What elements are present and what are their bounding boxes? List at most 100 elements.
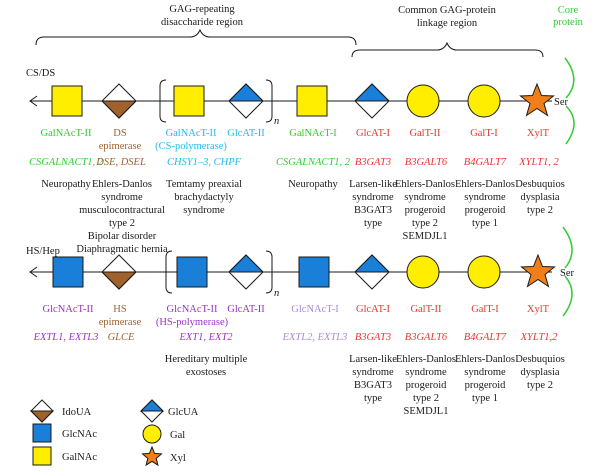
galnac-square bbox=[296, 85, 328, 117]
gene-label: XYLT1,2 bbox=[520, 332, 559, 343]
disease-label: exostoses bbox=[186, 367, 226, 378]
disease-label: B3GAT3 bbox=[354, 380, 392, 391]
disease-label: progeroid bbox=[465, 380, 507, 391]
legend-glcua-icon-fill bbox=[139, 399, 165, 412]
gene-label: CSGALNACT1, 2 bbox=[276, 157, 351, 168]
disease-label: SEMDJL1 bbox=[403, 231, 448, 242]
disease-label: dysplasia bbox=[520, 367, 559, 378]
repeat-n: n bbox=[274, 116, 279, 127]
enzyme-label-line2: (CS-polymerase) bbox=[155, 141, 227, 152]
glcnac-square bbox=[298, 256, 330, 288]
idoua-diamond-fill bbox=[100, 271, 138, 290]
repeat-bracket-left bbox=[159, 79, 167, 123]
repeat-bracket-left bbox=[165, 250, 173, 294]
glcua-diamond-fill bbox=[353, 254, 391, 273]
disease-label: type 2 bbox=[109, 218, 135, 229]
enzyme-label: GalNAcT-I bbox=[289, 128, 337, 139]
enzyme-label: GalT-II bbox=[409, 128, 441, 139]
ser-label: Ser bbox=[560, 268, 575, 279]
disease-label: progeroid bbox=[465, 205, 507, 216]
enzyme-label: GalT-I bbox=[470, 128, 498, 139]
disease-label: type bbox=[364, 393, 382, 404]
disease-label: progeroid bbox=[406, 380, 448, 391]
galnac-square bbox=[51, 85, 83, 117]
gal-circle bbox=[406, 255, 440, 289]
gal-circle bbox=[467, 84, 501, 118]
disease-label: syndrome bbox=[464, 192, 506, 203]
disease-label: syndrome bbox=[404, 192, 446, 203]
disease-label: dysplasia bbox=[520, 192, 559, 203]
gene-label: XYLT1, 2 bbox=[518, 157, 559, 168]
enzyme-label-line2: epimerase bbox=[99, 317, 142, 328]
disease-label: musculocontractural bbox=[79, 205, 165, 216]
disease-label: type 1 bbox=[472, 393, 498, 404]
disease-label: B3GAT3 bbox=[354, 205, 392, 216]
repeat-n: n bbox=[274, 288, 279, 299]
enzyme-label: XylT bbox=[527, 128, 550, 139]
gag-header-line2: disaccharide region bbox=[161, 17, 244, 28]
core-protein-line1: Core bbox=[558, 5, 579, 16]
enzyme-label: GlcAT-II bbox=[227, 304, 265, 315]
disease-label: Neuropathy bbox=[41, 179, 91, 190]
gene-label: EXTL1, EXTL3 bbox=[33, 332, 99, 343]
enzyme-label: GlcAT-I bbox=[356, 304, 391, 315]
disease-label: Diaphragmatic hernia bbox=[76, 244, 168, 255]
disease-label: type 1 bbox=[472, 218, 498, 229]
disease-label: SEMDJL1 bbox=[404, 406, 449, 417]
enzyme-label: GalT-I bbox=[471, 304, 499, 315]
disease-label: Temtamy preaxial bbox=[166, 179, 242, 190]
disease-label: Hereditary multiple bbox=[165, 354, 248, 365]
enzyme-label: GalNAcT-II bbox=[166, 128, 217, 139]
gag-header-line1: GAG-repeating bbox=[169, 4, 235, 15]
legend-galnac-label: GalNAc bbox=[62, 452, 97, 463]
enzyme-label: GlcAT-I bbox=[356, 128, 391, 139]
chain-label-hs-hep: HS/Hep bbox=[26, 246, 60, 257]
gal-circle bbox=[406, 84, 440, 118]
disease-label: syndrome bbox=[405, 367, 447, 378]
hs-hep-chain: HS/Hep Ser n bbox=[26, 226, 575, 317]
idoua-diamond-fill bbox=[100, 100, 138, 119]
enzyme-label: GlcNAcT-II bbox=[43, 304, 94, 315]
galnac-square bbox=[173, 85, 205, 117]
legend-gal-icon bbox=[142, 424, 162, 444]
repeat-bracket-right bbox=[265, 250, 273, 294]
chain-arrowhead bbox=[29, 95, 38, 107]
gag-region-brace bbox=[35, 28, 357, 46]
disease-label: type bbox=[364, 218, 382, 229]
repeat-bracket-right bbox=[265, 79, 273, 123]
enzyme-label: GlcNAcT-II bbox=[167, 304, 218, 315]
disease-label: Ehlers-Danlos bbox=[92, 179, 152, 190]
legend: IdoUA GlcNAc GalNAc GlcUA Gal Xyl bbox=[29, 399, 199, 467]
ser-label: Ser bbox=[554, 97, 569, 108]
linkage-region-brace bbox=[351, 41, 544, 58]
enzyme-label: DS bbox=[113, 128, 127, 139]
linkage-header-line2: linkage region bbox=[417, 18, 478, 29]
disease-label: Larsen-like bbox=[349, 354, 397, 365]
glcnac-square bbox=[52, 256, 84, 288]
gene-label: B3GAT3 bbox=[355, 332, 391, 343]
disease-label: brachydactyly bbox=[174, 192, 234, 203]
glcua-diamond-fill bbox=[227, 254, 265, 273]
legend-gal-label: Gal bbox=[170, 430, 185, 441]
disease-label: Neuropathy bbox=[288, 179, 338, 190]
disease-label: Ehlers-Danlos bbox=[455, 179, 515, 190]
xyl-star bbox=[519, 82, 555, 117]
disease-label: syndrome bbox=[101, 192, 143, 203]
disease-label: syndrome bbox=[183, 205, 225, 216]
disease-label: progeroid bbox=[405, 205, 447, 216]
gene-label: B4GALT7 bbox=[464, 332, 507, 343]
disease-label: Desbuquios bbox=[515, 179, 565, 190]
glcnac-square bbox=[176, 256, 208, 288]
disease-label: syndrome bbox=[464, 367, 506, 378]
legend-xyl-label: Xyl bbox=[170, 453, 186, 464]
gene-label: GLCE bbox=[108, 332, 135, 343]
xyl-star bbox=[520, 253, 556, 288]
linkage-header-line1: Common GAG-protein bbox=[398, 5, 496, 16]
legend-glcnac-icon bbox=[32, 423, 52, 443]
disease-label: Desbuquios bbox=[515, 354, 565, 365]
legend-xyl-icon bbox=[141, 445, 163, 467]
legend-idoua-icon-fill bbox=[29, 410, 55, 423]
disease-label: Ehlers-Danlos bbox=[396, 354, 456, 365]
gene-label: EXTL2, EXTL3 bbox=[282, 332, 348, 343]
